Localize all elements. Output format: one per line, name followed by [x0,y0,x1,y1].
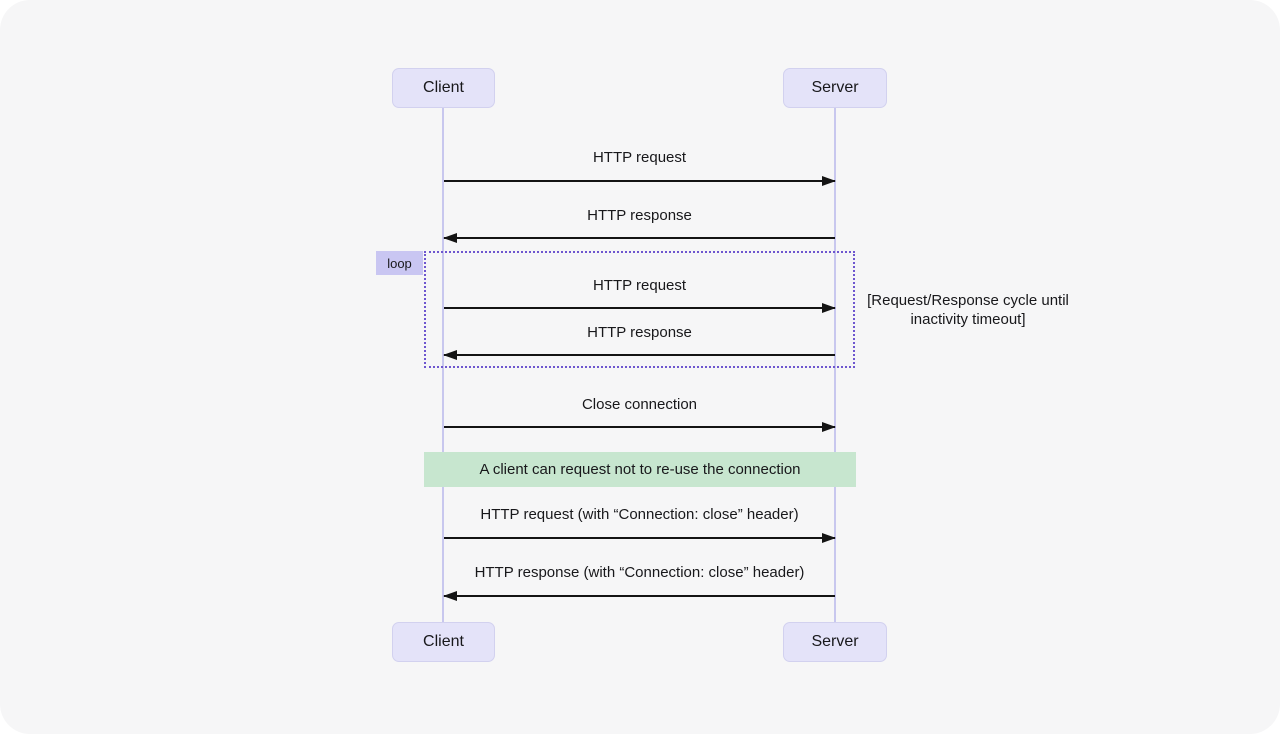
message-arrow [443,591,835,601]
actor-client-label: Client [423,79,464,96]
loop-label-text: loop [387,255,412,271]
note: A client can request not to re-use the c… [424,452,856,487]
message-arrow [444,303,836,313]
message-label: HTTP response [587,324,692,341]
lifeline-server [834,108,836,622]
message-label: Close connection [581,396,698,413]
actor-client-bottom: Client [392,622,495,662]
message-label: HTTP request [592,149,687,166]
actor-client-label: Client [423,633,464,650]
arrowhead-left-icon [443,591,457,601]
message-arrow [443,350,835,360]
actor-server-label: Server [811,79,859,96]
arrowhead-left-icon [443,233,457,243]
message-label: HTTP response (with “Connection: close” … [474,564,805,581]
loop-annotation: [Request/Response cycle until inactivity… [867,292,1069,328]
message-arrow [444,176,836,186]
message-arrow [443,233,835,243]
message-arrow [444,422,836,432]
actor-server-top: Server [783,68,887,108]
arrowhead-right-icon [822,303,836,313]
message-label: HTTP response [587,207,692,224]
arrowhead-right-icon [822,422,836,432]
loop-label: loop [376,251,423,275]
actor-client-top: Client [392,68,495,108]
message-label: HTTP request [592,277,687,294]
message-label: HTTP request (with “Connection: close” h… [480,506,799,523]
lifeline-client [442,108,444,622]
arrowhead-left-icon [443,350,457,360]
message-arrow [444,533,836,543]
actor-server-bottom: Server [783,622,887,662]
arrowhead-right-icon [822,176,836,186]
arrowhead-right-icon [822,533,836,543]
loop-frame [424,251,855,368]
note-text: A client can request not to re-use the c… [479,461,801,478]
actor-server-label: Server [811,633,859,650]
